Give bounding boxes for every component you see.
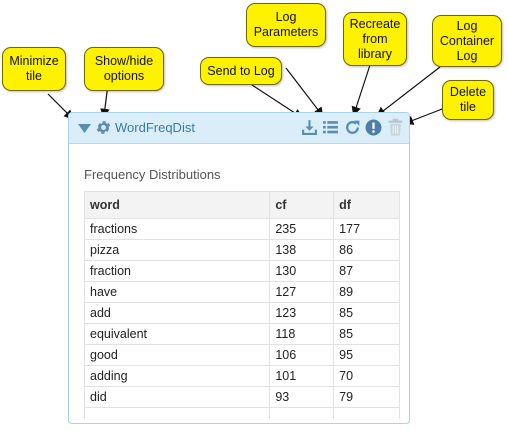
cell-cf: 101	[269, 365, 335, 387]
cell-cf: 93	[269, 386, 335, 408]
callout-recreate-from-library: Recreate from library	[343, 12, 407, 66]
callout-send-to-log: Send to Log	[200, 57, 282, 85]
tile-header: WordFreqDist	[69, 113, 409, 144]
cell-df: 87	[333, 260, 400, 282]
cell-cf: 123	[269, 302, 335, 324]
callout-delete-tile: Delete tile	[442, 80, 494, 120]
word-freq-dist-tile: WordFreqDist Frequency Distribu	[68, 112, 410, 424]
cell-cf: 235	[269, 218, 335, 240]
section-title: Frequency Distributions	[84, 167, 221, 182]
exclamation-circle-icon[interactable]	[365, 119, 382, 136]
cell-df: 95	[333, 344, 400, 366]
callout-show-hide-options: Show/hide options	[84, 47, 164, 91]
refresh-icon[interactable]	[344, 119, 361, 136]
cell-cf: 127	[269, 281, 335, 303]
cell-word: equivalent	[84, 323, 271, 345]
cell-word: good	[84, 344, 271, 366]
triangle-down-icon[interactable]	[78, 121, 91, 137]
tile-title: WordFreqDist	[115, 120, 195, 135]
cell-word: have	[84, 281, 271, 303]
cell-cf: 118	[269, 323, 335, 345]
gear-icon[interactable]	[95, 119, 112, 136]
cell-df: 85	[333, 302, 400, 324]
cell-cf: 106	[269, 344, 335, 366]
cell-df: 89	[333, 281, 400, 303]
cell-word: pizza	[84, 239, 271, 261]
trash-icon[interactable]	[387, 118, 404, 136]
cell-word: add	[84, 302, 271, 324]
column-header-word[interactable]: word	[84, 191, 271, 219]
cell-word: fraction	[84, 260, 271, 282]
list-icon[interactable]	[322, 119, 339, 136]
callout-log-container-log: Log Container Log	[432, 15, 502, 67]
download-icon[interactable]	[301, 119, 318, 136]
cell-word: fractions	[84, 218, 271, 240]
cell-df: 70	[333, 365, 400, 387]
callout-minimize-tile: Minimize tile	[2, 47, 66, 91]
cell-df: 85	[333, 323, 400, 345]
cell-df: 177	[333, 218, 400, 240]
cell-df: 79	[333, 386, 400, 408]
cell-word: adding	[84, 365, 271, 387]
table-row	[84, 407, 400, 419]
column-header-cf[interactable]: cf	[269, 191, 335, 219]
cell-word: did	[84, 386, 271, 408]
callout-log-parameters: Log Parameters	[246, 3, 326, 47]
table-header-row: word cf df	[84, 191, 400, 219]
cell-cf: 138	[269, 239, 335, 261]
cell-cf: 130	[269, 260, 335, 282]
column-header-df[interactable]: df	[333, 191, 400, 219]
cell-df: 86	[333, 239, 400, 261]
